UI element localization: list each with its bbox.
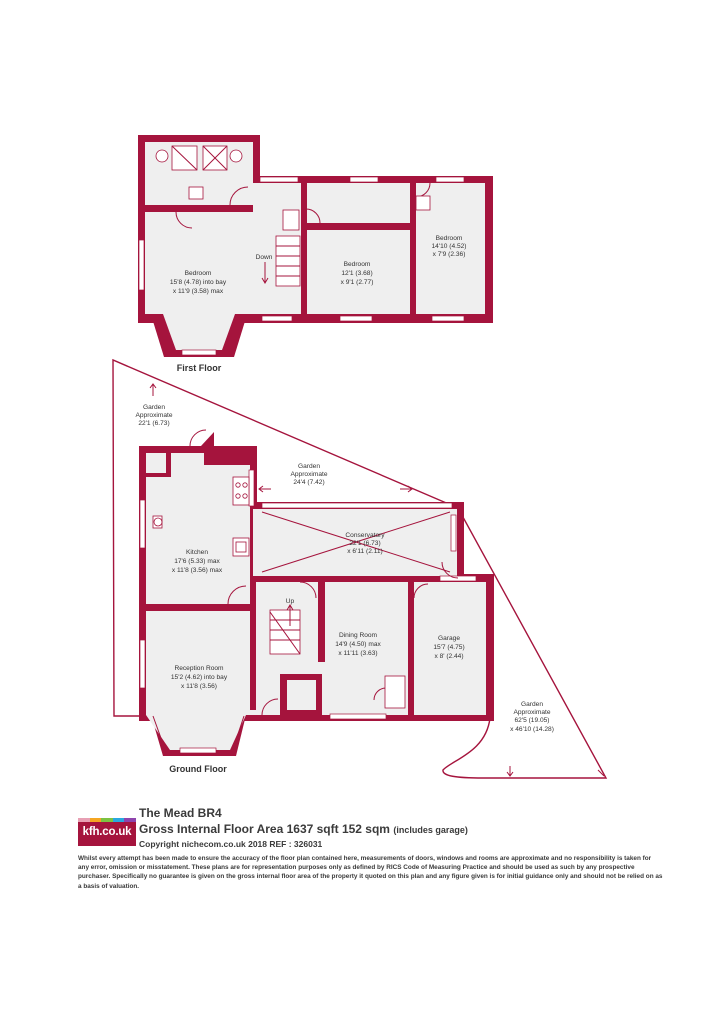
floor-area-note: (includes garage)	[393, 825, 468, 835]
first-floor-bedroom-main-size1: 15'8 (4.78) into bay	[170, 279, 227, 286]
ground-floor-label: Ground Floor	[169, 764, 227, 774]
first-floor-bedroom-mid-size1: 12'1 (3.68)	[341, 270, 372, 277]
kitchen-size2: x 11'8 (3.56) max	[172, 567, 223, 574]
logo-text: kfh.co.uk	[82, 826, 132, 838]
property-title: The Mead BR4	[139, 806, 222, 820]
garden-right-l2: Approximate	[513, 709, 550, 716]
logo-color-bar	[78, 818, 136, 822]
disclaimer: Whilst every attempt has been made to en…	[78, 855, 663, 890]
garden-right-name: Garden	[521, 701, 543, 708]
kitchen-name: Kitchen	[186, 549, 208, 556]
garage-size1: 15'7 (4.75)	[433, 644, 464, 651]
first-floor-label: First Floor	[177, 363, 222, 373]
ground-floor-stairs-label: Up	[286, 598, 295, 605]
conservatory-size: 22'1 (6.73)	[349, 540, 380, 547]
garden-mid-name: Garden	[298, 463, 320, 470]
first-floor-bedroom-main-name: Bedroom	[185, 270, 212, 277]
garage-size2: x 8' (2.44)	[434, 653, 463, 660]
first-floor-bedroom-right-size2: x 7'9 (2.36)	[433, 251, 466, 258]
reception-size1: 15'2 (4.62) into bay	[171, 674, 228, 681]
first-floor-bedroom-mid-size2: x 9'1 (2.77)	[341, 279, 374, 286]
first-floor-stairs	[261, 235, 301, 287]
floor-plan: Bedroom 15'8 (4.78) into bay x 11'9 (3.5…	[112, 135, 608, 779]
logo-color-5	[124, 818, 136, 822]
copyright: Copyright nichecom.co.uk 2018 REF : 3260…	[139, 839, 323, 849]
kitchen-size1: 17'6 (5.33) max	[174, 558, 220, 565]
first-floor-bedroom-right-name: Bedroom	[436, 235, 463, 242]
floor-area: Gross Internal Floor Area 1637 sqft 152 …	[139, 822, 390, 836]
first-floor-bedroom-mid-name: Bedroom	[344, 261, 371, 268]
logo-color-4	[112, 818, 125, 822]
reception-size2: x 11'8 (3.56)	[181, 683, 217, 690]
first-floor-stairs-label: Down	[256, 254, 273, 261]
logo-color-1	[78, 818, 90, 822]
first-floor-bedroom-main-size2: x 11'9 (3.58) max	[173, 288, 224, 295]
conservatory-size2: x 6'11 (2.11)	[347, 548, 382, 555]
ground-floor-stairs	[269, 604, 301, 655]
logo-color-2	[89, 818, 102, 822]
garden-top-l2: Approximate	[135, 412, 172, 419]
logo-color-3	[101, 818, 113, 822]
conservatory-name: Conservatory	[345, 532, 385, 539]
first-floor-bedroom-right-size1: 14'10 (4.52)	[432, 243, 467, 250]
garden-top-name: Garden	[143, 404, 165, 411]
garden-mid-l2: Approximate	[290, 471, 327, 478]
garden-right-size1: 62'5 (19.05)	[515, 717, 550, 724]
garden-right-size2: x 46'10 (14.28)	[510, 726, 554, 733]
dining-name: Dining Room	[339, 632, 378, 639]
garage-name: Garage	[438, 635, 460, 642]
floor-area-line: Gross Internal Floor Area 1637 sqft 152 …	[139, 822, 468, 836]
garden-mid-size: 24'4 (7.42)	[293, 479, 324, 486]
ground-floor-plan: Garden Approximate 22'1 (6.73) Garden Ap…	[112, 358, 608, 779]
first-floor-plan: Bedroom 15'8 (4.78) into bay x 11'9 (3.5…	[138, 135, 493, 373]
dining-size2: x 11'11 (3.63)	[338, 650, 377, 657]
dining-size1: 14'9 (4.50) max	[335, 641, 381, 648]
garden-top-size: 22'1 (6.73)	[138, 420, 169, 427]
kfh-logo: kfh.co.uk	[78, 818, 136, 846]
reception-name: Reception Room	[174, 665, 224, 672]
